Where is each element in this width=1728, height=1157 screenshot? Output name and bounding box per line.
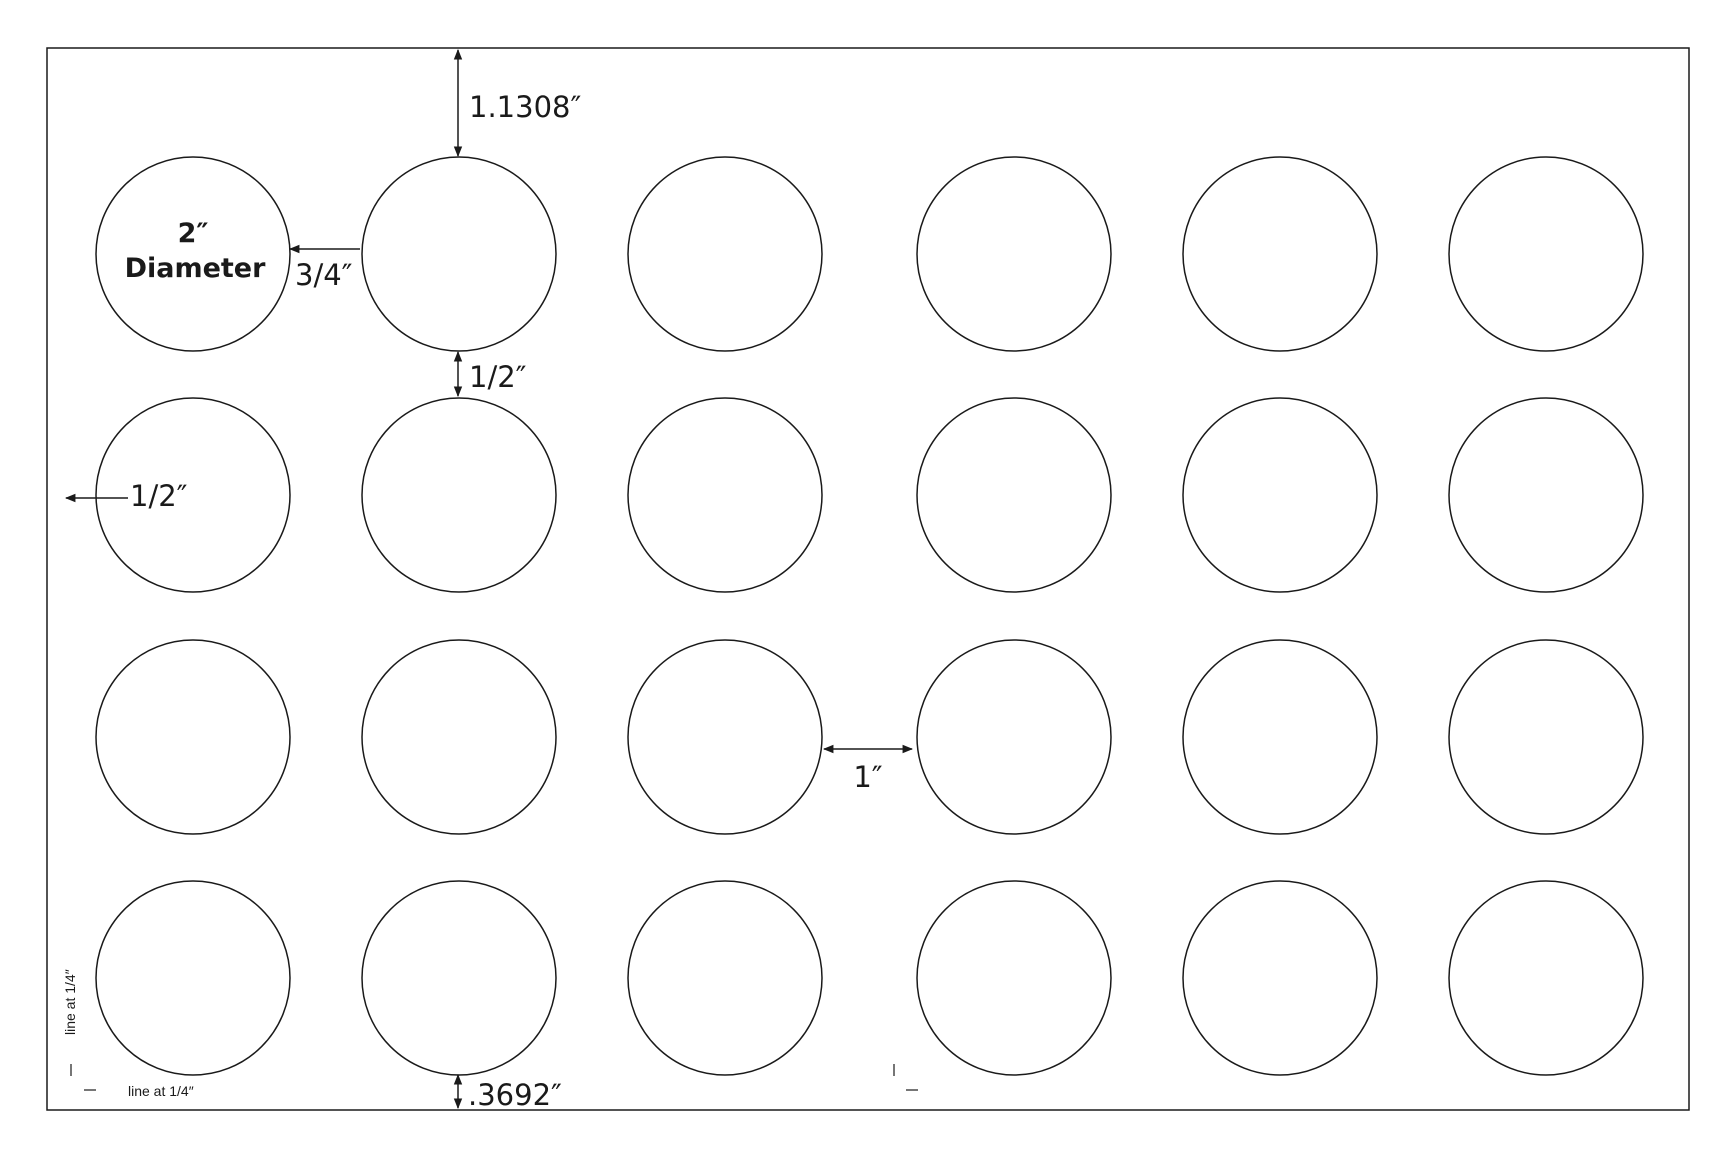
label-circle-r1-c3 bbox=[627, 156, 823, 352]
label-circle-r4-c6 bbox=[1448, 880, 1644, 1076]
label-circle-r4-c3 bbox=[627, 880, 823, 1076]
center-gap-label: 1″ bbox=[853, 760, 882, 794]
label-circle-r2-c3 bbox=[627, 397, 823, 593]
label-circle-r2-c2 bbox=[361, 397, 557, 593]
label-circle-r1-c5 bbox=[1182, 156, 1378, 352]
sheet-border bbox=[46, 47, 1690, 1111]
label-circle-r2-c4 bbox=[916, 397, 1112, 593]
label-circle-r3-c1 bbox=[95, 639, 291, 835]
line-note-horizontal: line at 1/4″ bbox=[128, 1083, 194, 1099]
label-circle-r4-c4 bbox=[916, 880, 1112, 1076]
label-circle-r3-c3 bbox=[627, 639, 823, 835]
label-circle-r3-c5 bbox=[1182, 639, 1378, 835]
diameter-value-label: 2″ bbox=[178, 218, 209, 249]
label-circle-r1-c1 bbox=[95, 156, 291, 352]
label-circle-r3-c6 bbox=[1448, 639, 1644, 835]
diameter-word-label: Diameter bbox=[125, 253, 267, 284]
label-circle-r1-c4 bbox=[916, 156, 1112, 352]
left-margin-label: 1/2″ bbox=[130, 479, 188, 513]
top-margin-label: 1.1308″ bbox=[469, 90, 581, 124]
label-circle-r4-c2 bbox=[361, 880, 557, 1076]
label-circle-r2-c1 bbox=[95, 397, 291, 593]
label-circle-r4-c1 bbox=[95, 880, 291, 1076]
label-circle-r3-c4 bbox=[916, 639, 1112, 835]
bottom-margin-label: .3692″ bbox=[468, 1078, 562, 1112]
label-circle-r4-c5 bbox=[1182, 880, 1378, 1076]
circle-grid bbox=[95, 156, 1644, 1076]
side-gap-label: 3/4″ bbox=[295, 258, 353, 292]
label-circle-r2-c6 bbox=[1448, 397, 1644, 593]
label-circle-r2-c5 bbox=[1182, 397, 1378, 593]
label-circle-r1-c6 bbox=[1448, 156, 1644, 352]
line-note-vertical: line at 1/4″ bbox=[62, 969, 78, 1035]
label-circle-r3-c2 bbox=[361, 639, 557, 835]
label-circle-r1-c2 bbox=[361, 156, 557, 352]
row-gap-label: 1/2″ bbox=[469, 360, 527, 394]
